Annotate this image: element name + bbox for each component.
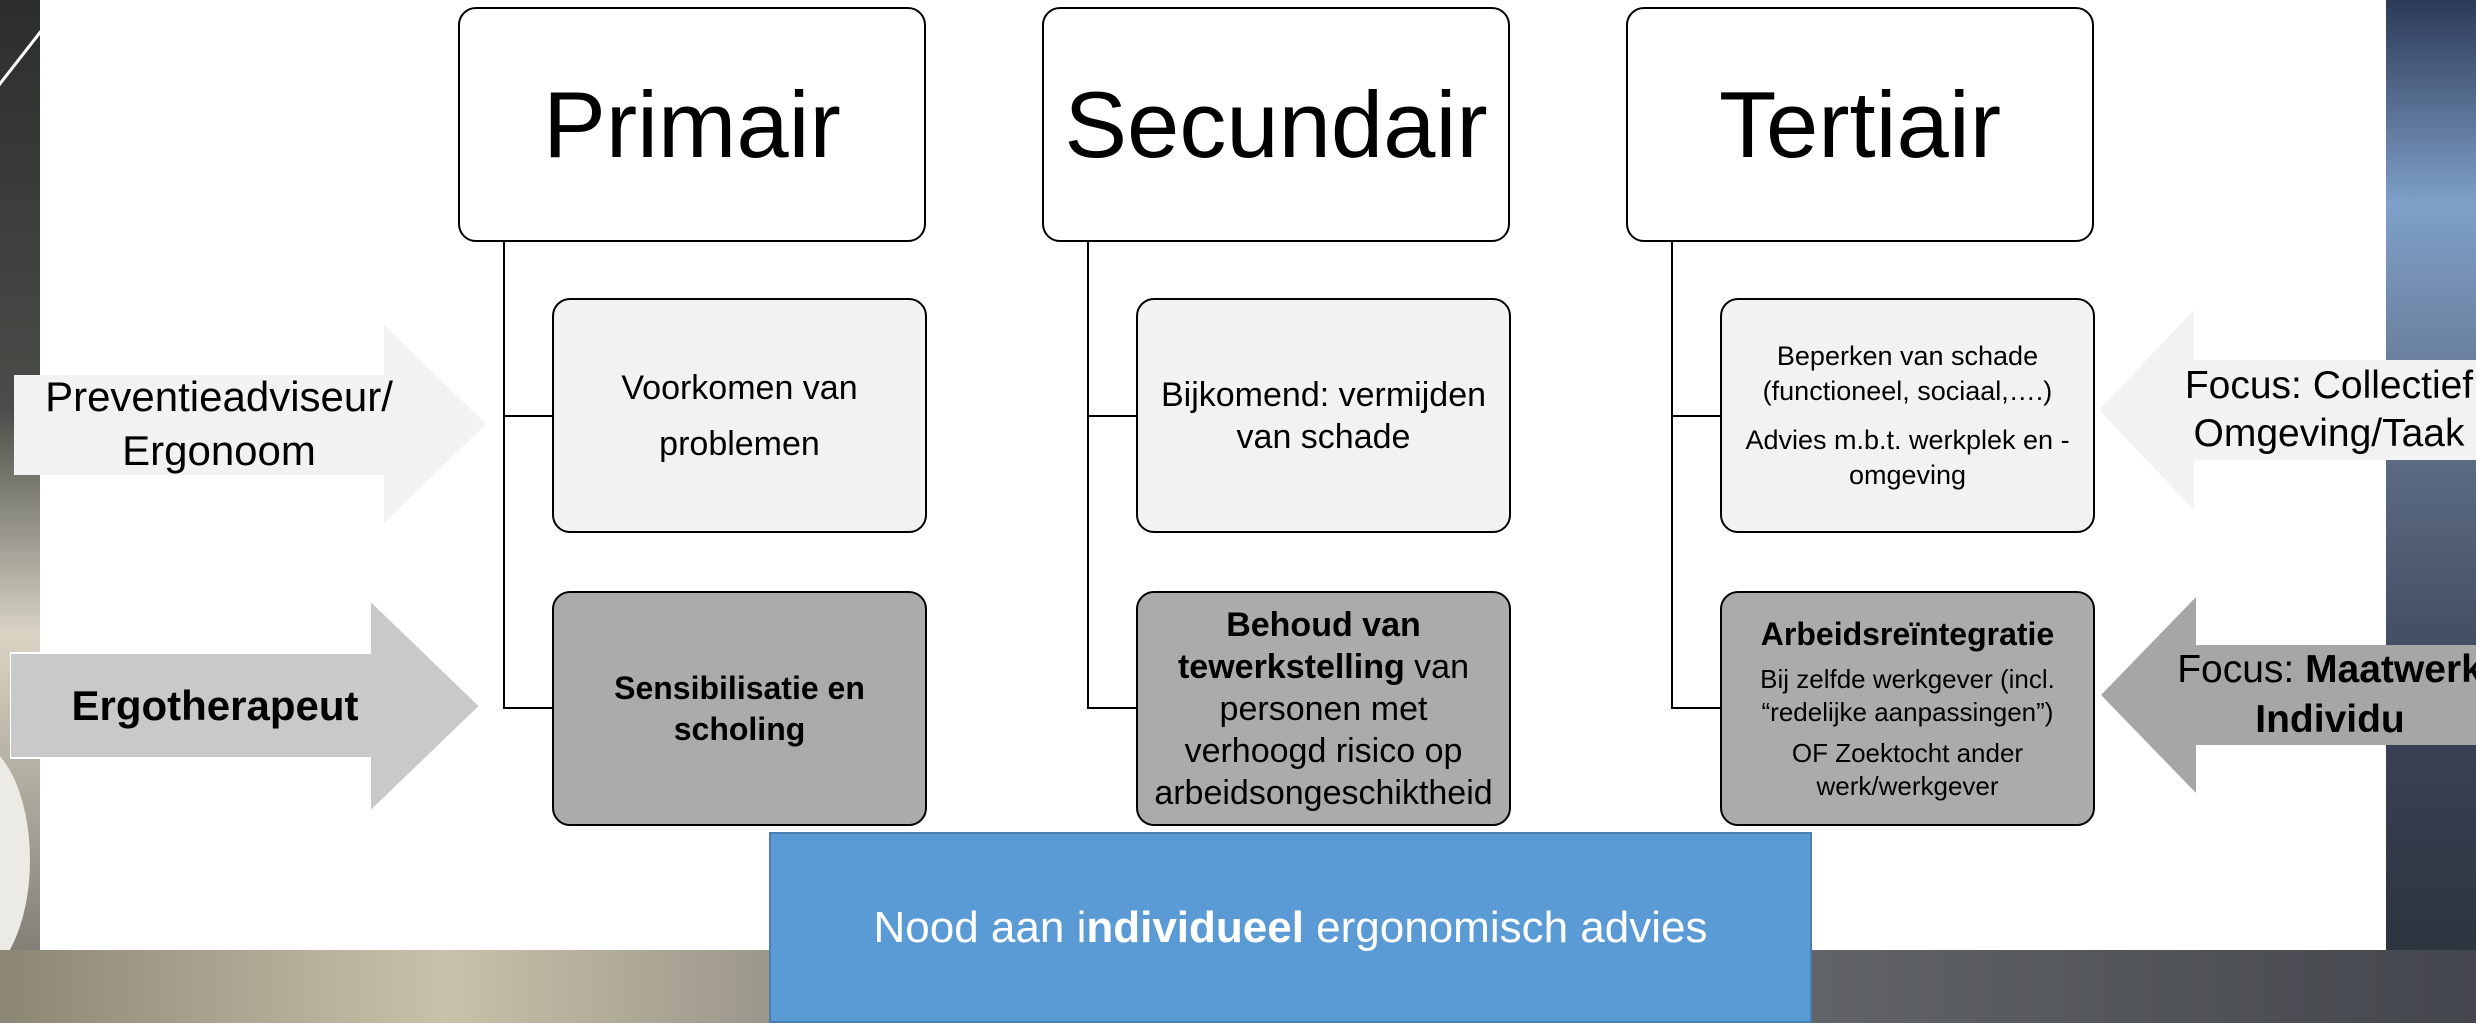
focus-collectief-line1: Focus: Collectief — [2184, 364, 2474, 407]
primair-goal-line2: problemen — [659, 424, 820, 463]
banner-before: Nood aan i — [873, 902, 1087, 952]
focus-maatwerk-bold: Maatwerk — [2305, 648, 2476, 691]
connector-secundair-vertical — [1087, 242, 1089, 708]
heading-primair: Primair — [458, 7, 926, 242]
primair-goal-box: Voorkomen van problemen — [552, 298, 927, 533]
tertiair-goal-line1: Beperken van schade (functioneel, sociaa… — [1762, 340, 2053, 406]
arrow-focus-collectief: Focus: Collectief Omgeving/Taak — [2099, 310, 2476, 510]
banner-after: ergonomisch advies — [1303, 902, 1708, 952]
arrow-left-shape — [2101, 597, 2476, 793]
secundair-action-rest: van personen met verhoogd risico op arbe… — [1154, 647, 1493, 812]
focus-maatwerk-prefix: Focus: — [2177, 648, 2306, 691]
primair-action-text: Sensibilisatie en scholing — [614, 669, 865, 747]
tertiair-action-box: Arbeidsreïntegratie Bij zelfde werkgever… — [1720, 591, 2095, 826]
arrow-right-shape — [14, 325, 486, 523]
secundair-action-text: Behoud van tewerkstelling van personen m… — [1152, 604, 1495, 814]
connector-primair-box2 — [503, 707, 553, 709]
arrow-left-shape — [2099, 310, 2476, 510]
secundair-goal-text: Bijkomend: vermijden van schade — [1160, 375, 1487, 456]
primair-action-box: Sensibilisatie en scholing — [552, 591, 927, 826]
tertiair-goal-line2: Advies m.b.t. werkplek en -omgeving — [1745, 424, 2070, 490]
secundair-action-bold: Behoud van tewerkstelling — [1177, 605, 1421, 686]
connector-tertiair-vertical — [1671, 242, 1673, 708]
focus-maatwerk-line1: Focus: Maatwerk — [2177, 645, 2476, 695]
tertiair-action-line1: Bij zelfde werkgever (incl. “redelijke a… — [1760, 664, 2055, 727]
secundair-goal-box: Bijkomend: vermijden van schade — [1136, 298, 1511, 533]
heading-tertiair: Tertiair — [1626, 7, 2094, 242]
arrow-right-shape — [10, 600, 480, 812]
arrow-focus-maatwerk-label: Focus: Maatwerk Individu — [2165, 643, 2476, 747]
focus-collectief-line2: Omgeving/Taak — [2193, 412, 2465, 455]
banner-bold: ndividueel — [1086, 902, 1304, 952]
banner-individueel-advies: Nood aan individueel ergonomisch advies — [769, 832, 1812, 1023]
arrow-ergotherapeut-label: Ergotherapeut — [71, 681, 359, 729]
arrow-ergotherapeut: Ergotherapeut — [10, 600, 480, 812]
heading-secundair: Secundair — [1042, 7, 1510, 242]
arrow-preventieadviseur: Preventieadviseur/ Ergonoom — [14, 325, 486, 523]
tertiair-action-line2: OF Zoektocht ander werk/werkgever — [1791, 738, 2024, 801]
connector-secundair-box2 — [1087, 707, 1137, 709]
primair-goal-line1: Voorkomen van — [621, 368, 858, 407]
arrow-focus-maatwerk: Focus: Maatwerk Individu — [2101, 597, 2476, 793]
secundair-action-box: Behoud van tewerkstelling van personen m… — [1136, 591, 1511, 826]
focus-individu: Individu — [2255, 698, 2405, 741]
tertiair-goal-box: Beperken van schade (functioneel, sociaa… — [1720, 298, 2095, 533]
connector-primair-box1 — [503, 415, 553, 417]
connector-tertiair-box1 — [1671, 415, 1721, 417]
banner-text: Nood aan individueel ergonomisch advies — [874, 903, 1708, 953]
connector-secundair-box1 — [1087, 415, 1137, 417]
connector-primair-vertical — [503, 242, 505, 708]
tertiair-action-title: Arbeidsreïntegratie — [1760, 616, 2055, 652]
connector-tertiair-box2 — [1671, 707, 1721, 709]
arrow-focus-collectief-label: Focus: Collectief Omgeving/Taak — [2169, 360, 2476, 460]
arrow-preventieadviseur-label: Preventieadviseur/ Ergonoom — [45, 373, 393, 474]
